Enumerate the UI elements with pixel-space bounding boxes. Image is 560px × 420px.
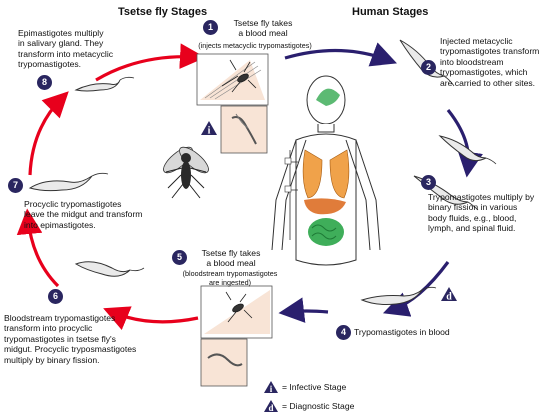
- diagnostic-stage-marker: d: [441, 287, 457, 303]
- stage-5-insets: [200, 285, 273, 387]
- parasite-8: [74, 79, 121, 92]
- stage-5-note: (bloodstream trypomastigotes are ingeste…: [182, 269, 278, 287]
- svg-text:d: d: [268, 403, 273, 413]
- stage-4-text: Trypomastigotes in blood: [354, 327, 450, 337]
- stage-1-title: Tsetse fly takes a blood meal: [233, 18, 293, 39]
- stage-2-badge: 2: [421, 60, 436, 75]
- stage-7-text: Procyclic trypomastigotes leave the midg…: [24, 199, 143, 230]
- stage-5-badge: 5: [172, 250, 187, 265]
- stage-6-text: Bloodstream trypomastigotes transform in…: [4, 313, 137, 365]
- tsetse-stages-header: Tsetse fly Stages: [118, 6, 208, 18]
- tsetse-fly-1: [221, 59, 257, 93]
- arrow-1-to-2: [284, 42, 397, 67]
- stage-1-note: (injects metacyclic trypomastigotes): [198, 41, 312, 50]
- stage-2-text: Injected metacyclic trypomastigotes tran…: [440, 36, 540, 88]
- arrow-8-to-1: [95, 43, 206, 82]
- infective-marker-letter: i: [208, 126, 211, 137]
- parasite-6: [74, 261, 131, 277]
- parasite-4: [360, 289, 423, 305]
- stage-4-badge: 4: [336, 325, 351, 340]
- stage-5-title: Tsetse fly takes a blood meal: [201, 248, 261, 269]
- svg-text:i: i: [270, 384, 273, 394]
- stage-6-badge: 6: [48, 289, 63, 304]
- infective-stage-marker: i: [201, 121, 217, 137]
- stage-3-text: Trypomastigotes multiply by binary fissi…: [428, 192, 535, 234]
- arrow-5-to-6: [103, 306, 199, 331]
- arrow-6-to-7: [16, 208, 60, 288]
- parasite-flagella: [91, 75, 497, 291]
- stage-8-badge: 8: [37, 75, 52, 90]
- human-stages-header: Human Stages: [352, 6, 429, 18]
- arrow-7-to-8: [28, 91, 69, 176]
- diagnostic-marker-letter: d: [446, 292, 452, 303]
- stage-1-badge: 1: [203, 20, 218, 35]
- parasite-7: [28, 175, 93, 192]
- legend-infective-text: = Infective Stage: [282, 382, 347, 392]
- stage-3-badge: 3: [421, 175, 436, 190]
- legend-diagnostic-icon: d: [264, 400, 278, 413]
- stage-7-badge: 7: [8, 178, 23, 193]
- legend-diagnostic-text: = Diagnostic Stage: [282, 401, 355, 411]
- tsetse-cycle-arrows: [16, 43, 206, 331]
- stage-1-insets: [196, 53, 269, 154]
- parasite-3a: [438, 135, 487, 162]
- arrow-4-to-5: [278, 297, 329, 323]
- tsetse-fly-5: [225, 291, 253, 323]
- large-tsetse-fly: [163, 146, 209, 199]
- arrow-2-to-3: [446, 109, 483, 178]
- stage-8-text: Epimastigotes multiply in salivary gland…: [18, 28, 114, 70]
- legend-infective-icon: i: [264, 381, 278, 394]
- human-figure: [271, 75, 381, 266]
